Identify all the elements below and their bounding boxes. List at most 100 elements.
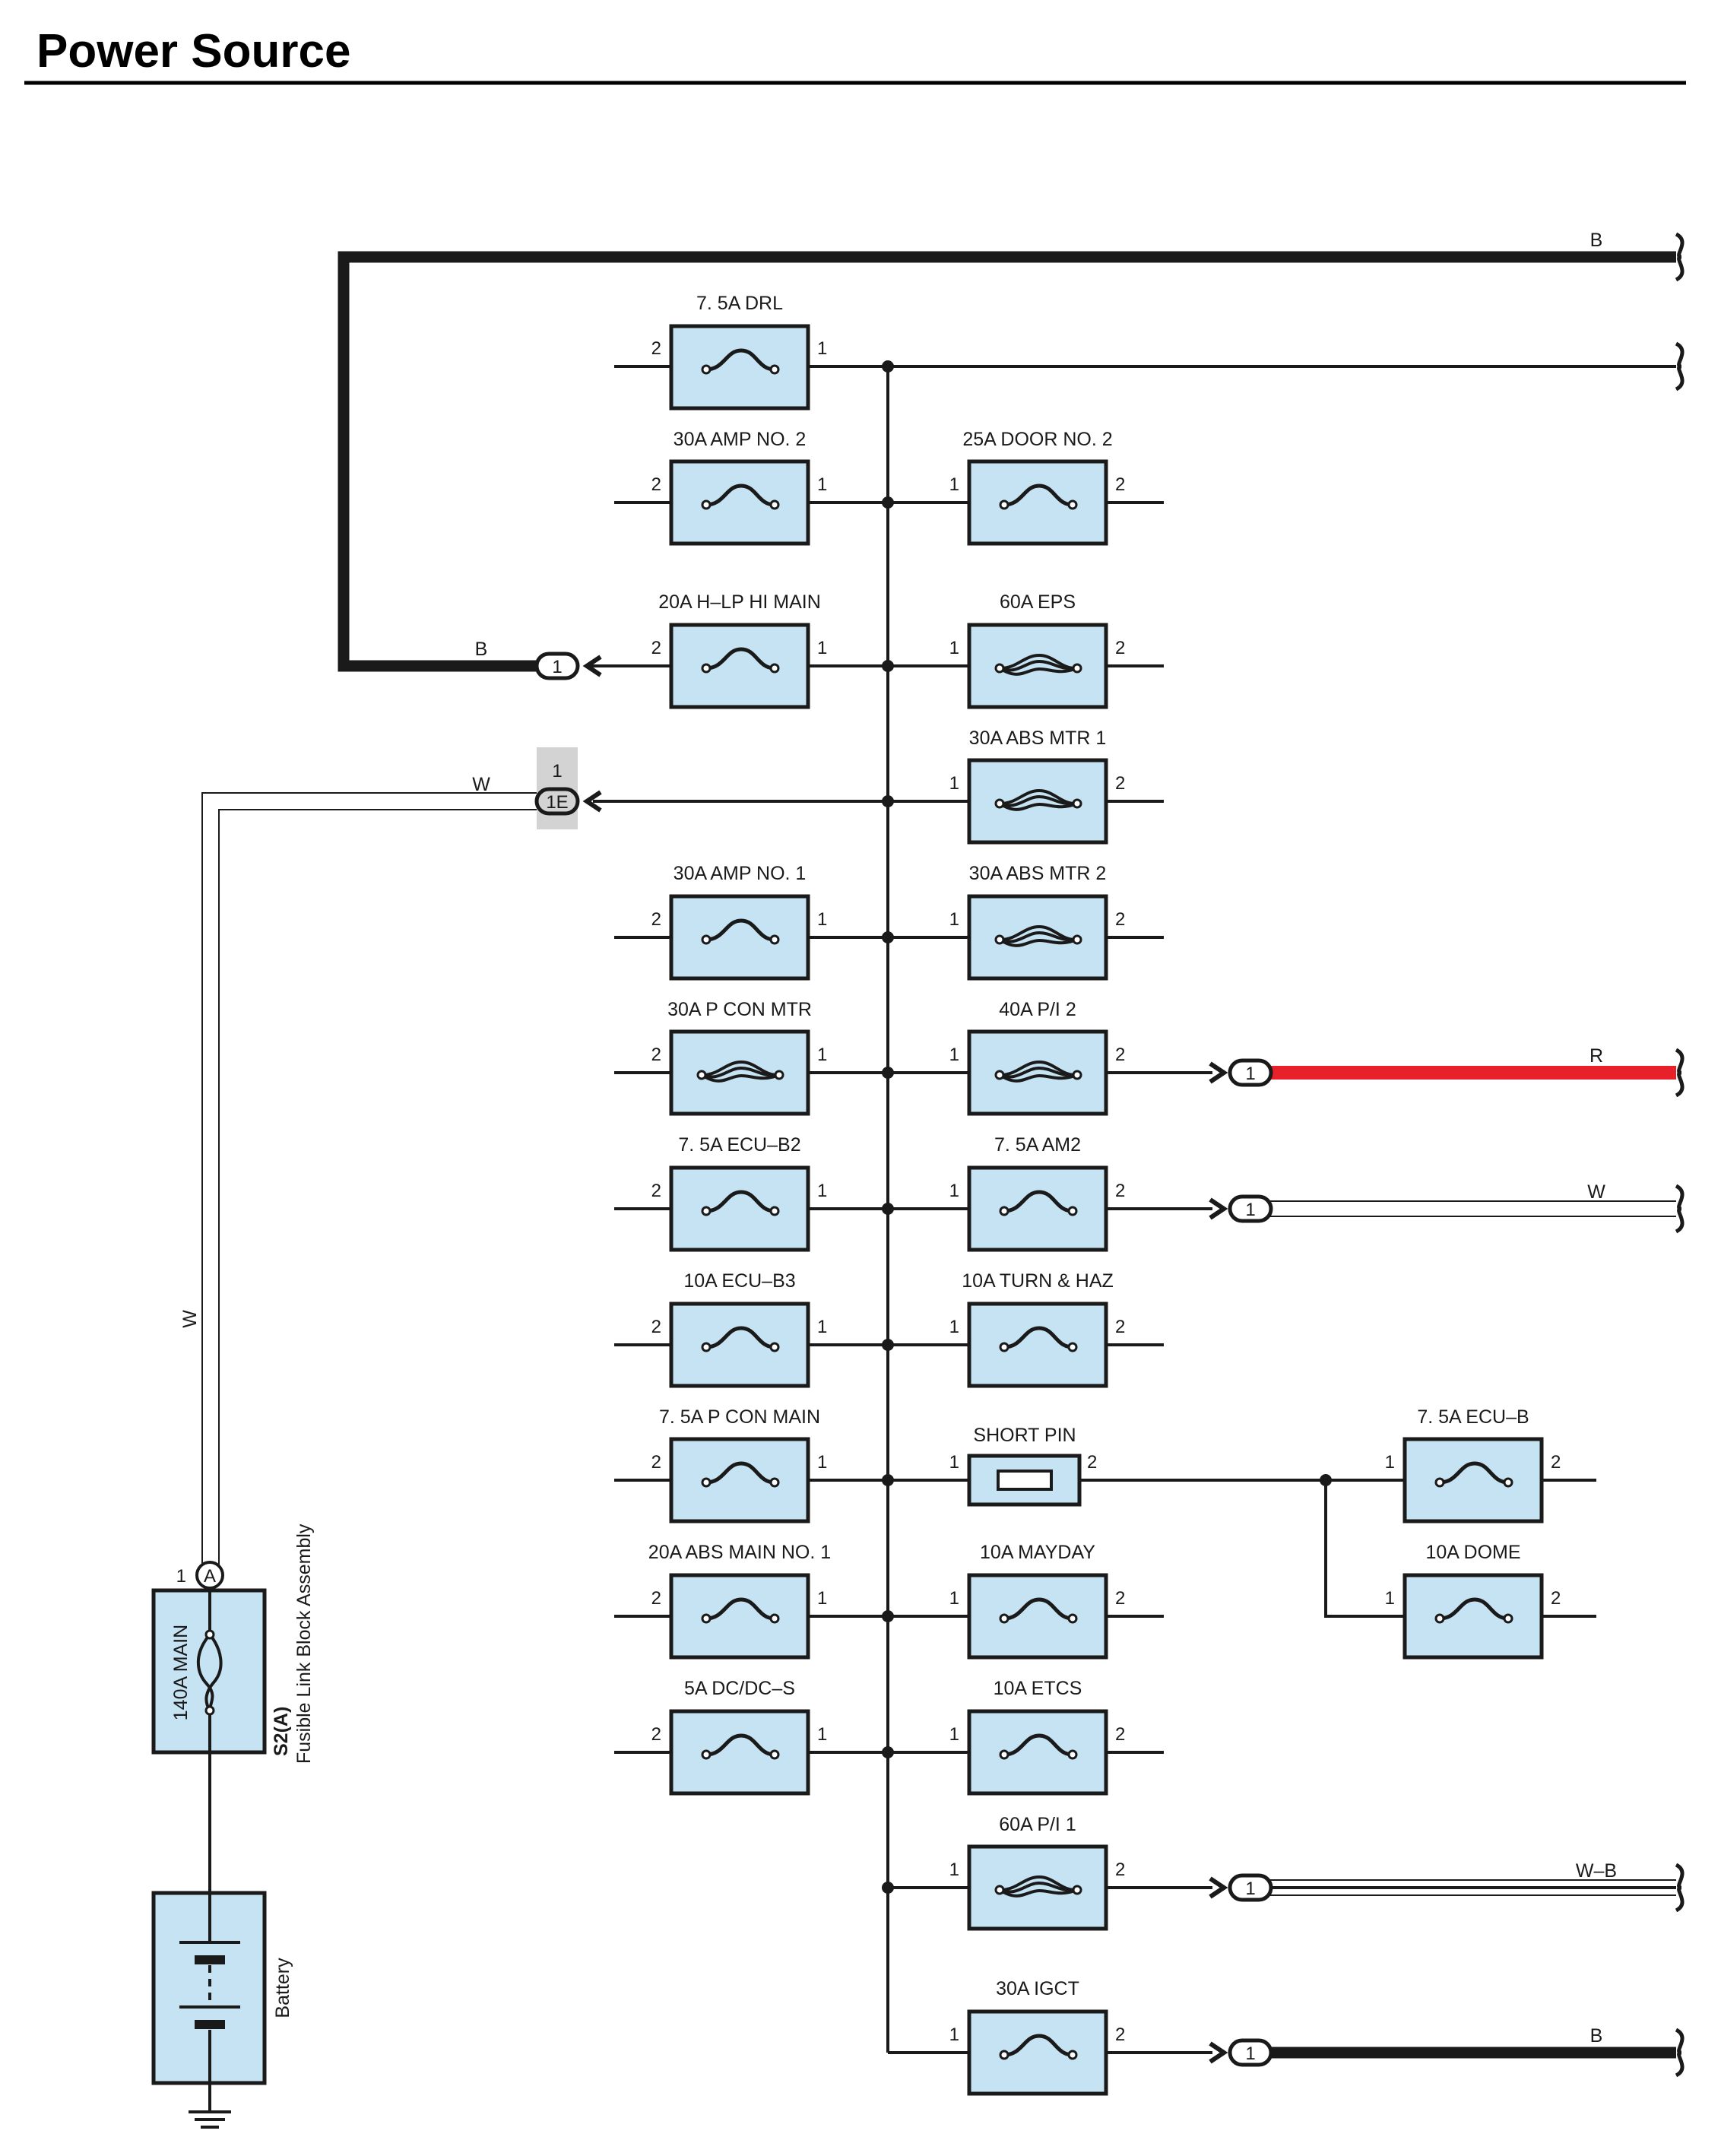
fuse-igct: 30A IGCT 1 2 — [949, 1978, 1125, 2094]
svg-text:2: 2 — [1115, 638, 1125, 658]
fuse-p-i-1: 60A P/I 1 1 2 — [949, 1814, 1125, 1929]
svg-text:2: 2 — [1115, 1860, 1125, 1880]
fuse-amp-no1: 30A AMP NO. 1 2 1 — [651, 863, 827, 978]
svg-text:1: 1 — [817, 338, 827, 359]
svg-text:20A H–LP HI MAIN: 20A H–LP HI MAIN — [658, 591, 821, 613]
svg-text:1: 1 — [949, 1045, 959, 1065]
svg-text:1: 1 — [949, 773, 959, 794]
svg-text:B: B — [1590, 230, 1603, 251]
wire-w-to-fusible-link — [201, 792, 540, 1565]
svg-text:1: 1 — [949, 474, 959, 495]
svg-text:2: 2 — [1115, 474, 1125, 495]
svg-text:60A EPS: 60A EPS — [1000, 591, 1076, 613]
wire-continuation-marks — [1675, 232, 1685, 2078]
svg-text:2: 2 — [1087, 1452, 1097, 1473]
svg-text:1: 1 — [1245, 1064, 1255, 1084]
svg-text:B: B — [1590, 2025, 1603, 2047]
fusible-link-block: 140A MAIN S2(A) Fusible Link Block Assem… — [151, 1523, 315, 1764]
svg-text:10A ECU–B3: 10A ECU–B3 — [683, 1270, 795, 1292]
svg-text:2: 2 — [651, 1588, 661, 1609]
svg-text:1: 1 — [949, 2024, 959, 2045]
page-title: Power Source — [36, 25, 350, 78]
connector-1-r: 1 — [1209, 1058, 1273, 1087]
svg-text:1: 1 — [817, 474, 827, 495]
svg-text:2: 2 — [651, 1724, 661, 1745]
svg-text:20A ABS MAIN NO. 1: 20A ABS MAIN NO. 1 — [648, 1542, 831, 1563]
wire-labels: B B W R W W–B B W — [179, 230, 1617, 2047]
svg-text:2: 2 — [651, 909, 661, 930]
svg-text:W: W — [1587, 1181, 1605, 1203]
svg-text:1: 1 — [949, 1588, 959, 1609]
svg-text:1: 1 — [817, 1181, 827, 1201]
svg-text:1: 1 — [817, 1588, 827, 1609]
fuse-drl: 7. 5A DRL 2 1 — [651, 293, 827, 408]
svg-text:W: W — [472, 774, 490, 795]
connector-1-wb: 1 — [1209, 1873, 1273, 1902]
svg-text:1: 1 — [552, 657, 562, 677]
svg-text:2: 2 — [1115, 1045, 1125, 1065]
fuse-etcs: 10A ETCS 1 2 — [949, 1678, 1125, 1793]
svg-text:2: 2 — [1115, 1724, 1125, 1745]
connector-1-w: 1 — [1209, 1194, 1273, 1223]
svg-text:2: 2 — [1551, 1588, 1561, 1609]
fuse-abs-mtr2: 30A ABS MTR 2 1 2 — [949, 863, 1125, 978]
svg-text:1: 1 — [1385, 1588, 1395, 1609]
wiring — [189, 251, 1676, 2129]
svg-text:10A DOME: 10A DOME — [1425, 1542, 1520, 1563]
svg-text:10A ETCS: 10A ETCS — [994, 1678, 1082, 1699]
fuse-am2: 7. 5A AM2 1 2 — [949, 1134, 1125, 1250]
svg-text:30A AMP NO. 2: 30A AMP NO. 2 — [674, 429, 807, 450]
svg-text:7. 5A AM2: 7. 5A AM2 — [994, 1134, 1081, 1156]
svg-text:2: 2 — [1551, 1452, 1561, 1473]
fuse-ecu-b: 7. 5A ECU–B 1 2 — [1385, 1406, 1561, 1521]
svg-text:2: 2 — [651, 1045, 661, 1065]
svg-text:2: 2 — [1115, 773, 1125, 794]
battery: Battery — [151, 1891, 293, 2085]
svg-text:1: 1 — [949, 1317, 959, 1337]
fuse-dome: 10A DOME 1 2 — [1385, 1542, 1561, 1657]
svg-text:1: 1 — [817, 1045, 827, 1065]
svg-text:1: 1 — [817, 1317, 827, 1337]
fuse-ecu-b2: 7. 5A ECU–B2 2 1 — [651, 1134, 827, 1250]
fuse-amp-no2: 30A AMP NO. 2 2 1 — [651, 429, 827, 544]
fuse-mayday: 10A MAYDAY 1 2 — [949, 1542, 1125, 1657]
svg-text:W: W — [179, 1310, 201, 1328]
svg-text:W–B: W–B — [1576, 1860, 1617, 1882]
svg-text:1: 1 — [949, 1181, 959, 1201]
svg-text:1: 1 — [949, 1452, 959, 1473]
junction-dots — [882, 360, 1332, 1894]
connector-1-b-bottom: 1 — [1209, 2038, 1273, 2067]
svg-text:140A MAIN: 140A MAIN — [170, 1625, 192, 1720]
svg-text:30A AMP NO. 1: 30A AMP NO. 1 — [674, 863, 807, 884]
svg-text:R: R — [1589, 1045, 1603, 1067]
svg-text:B: B — [475, 639, 488, 660]
fuse-dc-dc-s: 5A DC/DC–S 2 1 — [651, 1678, 827, 1793]
fuse-p-con-main: 7. 5A P CON MAIN 2 1 — [651, 1406, 827, 1521]
fuse-p-i-2: 40A P/I 2 1 2 — [949, 999, 1125, 1114]
svg-text:Battery: Battery — [272, 1958, 293, 2018]
svg-text:1: 1 — [552, 761, 562, 782]
wire-b-main — [338, 251, 1676, 672]
svg-text:7. 5A P CON MAIN: 7. 5A P CON MAIN — [659, 1406, 820, 1428]
svg-text:2: 2 — [651, 474, 661, 495]
fuse-h-lp-hi-main: 20A H–LP HI MAIN 2 1 — [651, 591, 827, 707]
fuse-ecu-b3: 10A ECU–B3 2 1 — [651, 1270, 827, 1386]
svg-text:7. 5A ECU–B2: 7. 5A ECU–B2 — [678, 1134, 800, 1156]
fuse-abs-mtr1: 30A ABS MTR 1 1 2 — [949, 728, 1125, 842]
svg-text:1: 1 — [949, 638, 959, 658]
svg-text:2: 2 — [651, 1452, 661, 1473]
svg-text:30A IGCT: 30A IGCT — [996, 1978, 1079, 1999]
svg-text:2: 2 — [651, 1181, 661, 1201]
fuse-p-con-mtr: 30A P CON MTR 2 1 — [651, 999, 827, 1114]
svg-text:2: 2 — [1115, 2024, 1125, 2045]
svg-text:1: 1 — [1385, 1452, 1395, 1473]
connector-1e: 1 1E — [534, 747, 602, 829]
fuse-turn-haz: 10A TURN & HAZ 1 2 — [949, 1270, 1125, 1386]
svg-text:60A P/I 1: 60A P/I 1 — [999, 1814, 1076, 1835]
svg-text:1: 1 — [817, 1452, 827, 1473]
svg-text:7. 5A DRL: 7. 5A DRL — [696, 293, 783, 314]
fuse-door-no2: 25A DOOR NO. 2 1 2 — [949, 429, 1125, 544]
svg-text:1: 1 — [949, 1724, 959, 1745]
svg-text:2: 2 — [1115, 1317, 1125, 1337]
